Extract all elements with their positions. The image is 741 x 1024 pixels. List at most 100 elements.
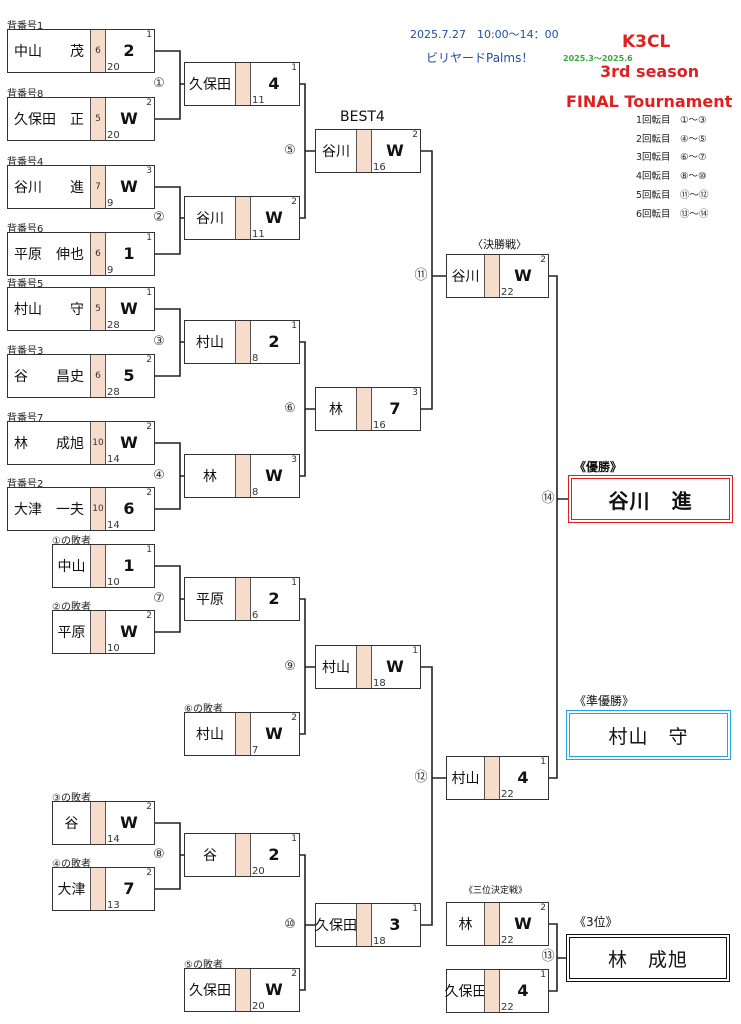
player-label: 背番号5 bbox=[7, 279, 44, 290]
score: W bbox=[514, 266, 532, 285]
score: W bbox=[265, 466, 283, 485]
seed-number: 1 bbox=[146, 30, 152, 40]
bracket-connector-14 bbox=[549, 275, 568, 779]
score: 1 bbox=[123, 244, 135, 263]
bracket-connector-4 bbox=[155, 442, 184, 510]
race-number: 8 bbox=[252, 353, 259, 364]
handicap-cell bbox=[90, 545, 106, 587]
race-number: 20 bbox=[107, 130, 120, 141]
score: 4 bbox=[517, 981, 529, 1000]
seed-number: 3 bbox=[412, 388, 418, 398]
player-name: 林 bbox=[329, 402, 343, 418]
schedule-row-2: 2回転目 ④～⑤ bbox=[636, 133, 707, 145]
player-name: 久保田 bbox=[315, 918, 357, 934]
player-name: 中山 茂 bbox=[14, 44, 84, 60]
player-name: 村山 bbox=[322, 660, 350, 676]
third-place-match-label: 《三位決定戦》 bbox=[464, 886, 528, 896]
schedule-row-4: 4回転目 ⑧～⑩ bbox=[636, 171, 707, 183]
player-name: 谷川 bbox=[196, 211, 224, 227]
race-number: 10 bbox=[107, 643, 120, 654]
bracket-connector-13 bbox=[549, 923, 566, 992]
player-label: 背番号3 bbox=[7, 346, 44, 357]
schedule-row-6: 6回転目 ⑬～⑭ bbox=[636, 208, 709, 220]
seed-number: 2 bbox=[146, 422, 152, 432]
seed-number: 2 bbox=[540, 903, 546, 913]
player-label: 背番号1 bbox=[7, 21, 44, 32]
handicap-cell bbox=[235, 197, 251, 239]
race-number: 22 bbox=[501, 935, 514, 946]
race-number: 16 bbox=[373, 162, 386, 173]
seed-number: 1 bbox=[146, 288, 152, 298]
handicap-cell bbox=[90, 611, 106, 653]
match-number-6: ⑥ bbox=[282, 401, 298, 417]
seed-number: 2 bbox=[146, 355, 152, 365]
race-number: 22 bbox=[501, 1002, 514, 1013]
player-label: 背番号7 bbox=[7, 413, 44, 424]
player-label: 背番号2 bbox=[7, 479, 44, 490]
player-name: 谷川 bbox=[451, 269, 480, 285]
bracket-connector-8 bbox=[155, 822, 184, 890]
handicap-cell: 10 bbox=[90, 488, 106, 530]
score: W bbox=[120, 433, 138, 452]
bracket-connector-6 bbox=[300, 341, 315, 477]
player-name: 谷 昌史 bbox=[14, 369, 84, 385]
race-number: 20 bbox=[252, 1001, 265, 1012]
score: 4 bbox=[517, 768, 529, 787]
player-name: 村山 守 bbox=[14, 302, 84, 318]
handicap-cell bbox=[235, 713, 251, 755]
race-number: 6 bbox=[252, 610, 259, 621]
season-title: 3rd season bbox=[600, 62, 700, 81]
player-label: 背番号6 bbox=[7, 224, 44, 235]
match-number-3: ③ bbox=[151, 334, 167, 350]
score: W bbox=[120, 177, 138, 196]
match-number-9: ⑨ bbox=[282, 659, 298, 675]
score: 5 bbox=[123, 366, 135, 385]
score: 7 bbox=[123, 879, 135, 898]
player-name: 林 成旭 bbox=[14, 436, 84, 452]
bracket-connector-10 bbox=[300, 854, 315, 991]
runner-up-box: 村山 守 bbox=[566, 710, 731, 760]
handicap-value: 7 bbox=[95, 182, 101, 192]
handicap-cell bbox=[484, 970, 500, 1012]
player-name: 村山 bbox=[196, 727, 224, 743]
seed-number: 2 bbox=[146, 611, 152, 621]
race-number: 13 bbox=[107, 900, 120, 911]
race-number: 8 bbox=[252, 487, 259, 498]
handicap-cell bbox=[235, 578, 251, 620]
race-number: 14 bbox=[107, 520, 120, 531]
player-name: 林 bbox=[203, 469, 217, 485]
seed-number: 1 bbox=[146, 545, 152, 555]
match-number-1: ① bbox=[151, 76, 167, 92]
seed-number: 1 bbox=[540, 757, 546, 767]
player-name: 久保田 bbox=[189, 77, 231, 93]
handicap-cell bbox=[90, 868, 106, 910]
handicap-cell bbox=[235, 834, 251, 876]
handicap-value: 6 bbox=[95, 46, 101, 56]
schedule-row-5: 5回転目 ⑪～⑫ bbox=[636, 189, 709, 201]
tournament-title: FINAL Tournament bbox=[566, 92, 733, 111]
handicap-cell bbox=[356, 388, 372, 430]
player-name: 谷 bbox=[203, 848, 217, 864]
runner-up-name: 村山 守 bbox=[608, 725, 689, 748]
player-label: ③の敗者 bbox=[52, 793, 91, 804]
seed-number: 1 bbox=[412, 646, 418, 656]
seed-number: 1 bbox=[146, 233, 152, 243]
handicap-cell bbox=[235, 321, 251, 363]
score: W bbox=[120, 299, 138, 318]
handicap-cell bbox=[356, 646, 372, 688]
match-number-10: ⑩ bbox=[282, 917, 298, 933]
score: 2 bbox=[123, 41, 135, 60]
